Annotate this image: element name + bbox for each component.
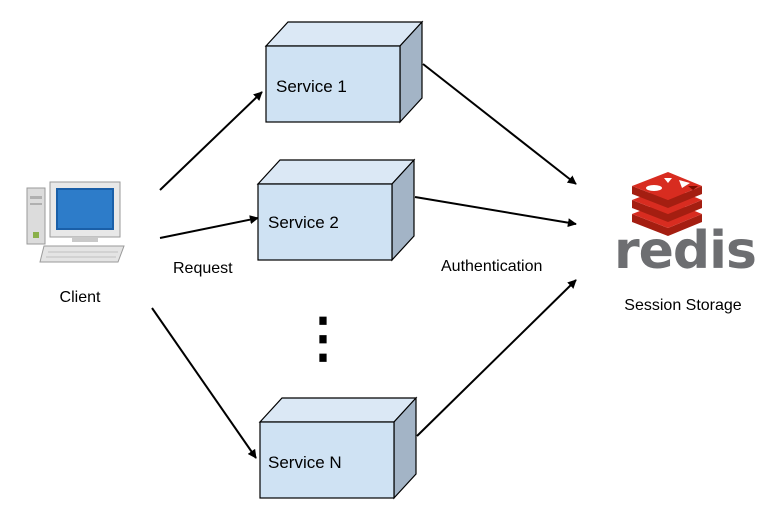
auth-arrow-service-n [416,279,577,437]
client-label: Client [60,289,101,306]
service-box-n: Service N [258,396,418,500]
service-2-label: Service 2 [268,213,339,232]
redis-logo-icon [632,172,702,236]
service-1-label: Service 1 [276,77,347,96]
redis-logo-text: redis [614,221,756,281]
session-storage-label: Session Storage [624,297,742,314]
auth-arrow-service-2 [414,196,577,228]
service-box-1: Service 1 [264,20,424,124]
request-arrow-service-n [151,307,257,459]
request-label: Request [173,260,233,277]
auth-arrow-service-1 [422,63,577,185]
service-box-2: Service 2 [256,158,416,262]
request-arrow-service-1 [159,91,263,191]
desktop-computer-icon [26,181,125,263]
ellipsis: ⋮ [296,308,350,368]
service-n-label: Service N [268,453,342,472]
request-arrow-service-2 [159,215,259,239]
authentication-label: Authentication [441,258,542,275]
